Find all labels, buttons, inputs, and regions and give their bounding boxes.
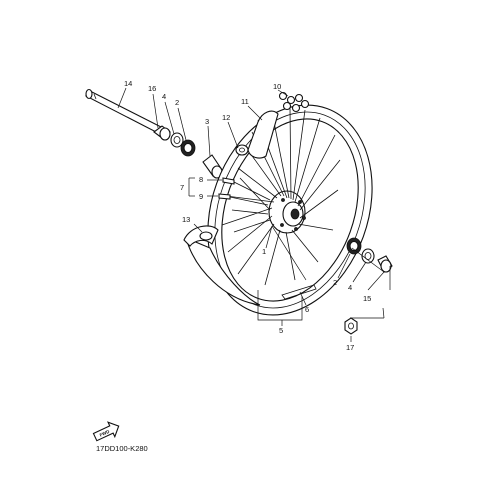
- callout-17: 17: [346, 343, 354, 352]
- spacer[interactable]: [202, 154, 223, 179]
- oil-seal-left[interactable]: [170, 132, 184, 148]
- callout-5: 5: [279, 326, 283, 335]
- callout-7: 7: [180, 183, 184, 192]
- oil-seal-right[interactable]: [361, 248, 375, 264]
- callout-2-right: 2: [333, 278, 337, 287]
- callout-3: 3: [205, 117, 209, 126]
- spoke-nipple-8[interactable]: [222, 177, 271, 201]
- forward-badge-label: FWD: [99, 428, 111, 437]
- callout-8: 8: [199, 175, 203, 184]
- callout-11: 11: [241, 97, 249, 106]
- callout-10: 10: [273, 82, 281, 91]
- callout-1: 1: [262, 247, 266, 256]
- callout-4-left: 4: [162, 92, 166, 101]
- front-axle[interactable]: [84, 88, 166, 135]
- bearing-left[interactable]: [180, 139, 196, 157]
- bearing-right[interactable]: [346, 237, 362, 255]
- callout-2-left: 2: [175, 98, 179, 107]
- leader-lines: [117, 87, 391, 342]
- callout-9: 9: [199, 192, 203, 201]
- rim-lock[interactable]: [247, 110, 279, 159]
- callout-12: 12: [222, 113, 230, 122]
- callout-13: 13: [182, 215, 190, 224]
- rim-lock-nut[interactable]: [235, 144, 249, 156]
- diagram-code: 17DD100-K280: [96, 444, 148, 453]
- tube-valve[interactable]: [183, 225, 219, 247]
- forward-arrow-icon: FWD: [92, 421, 120, 442]
- collar-right[interactable]: [377, 255, 393, 273]
- callout-4-right: 4: [348, 283, 352, 292]
- axle-nut[interactable]: [344, 317, 358, 335]
- callouts: 14 16 4 2 3 12 11 10 7 8 9 13 1 2 4 15 6…: [124, 79, 371, 352]
- callout-15: 15: [363, 294, 371, 303]
- rim-band[interactable]: [185, 237, 317, 306]
- hub[interactable]: [268, 190, 306, 234]
- callout-14: 14: [124, 79, 132, 88]
- spoke-nipple-9[interactable]: [218, 193, 269, 206]
- callout-6: 6: [305, 305, 309, 314]
- callout-16: 16: [148, 84, 156, 93]
- collar-left[interactable]: [153, 125, 171, 141]
